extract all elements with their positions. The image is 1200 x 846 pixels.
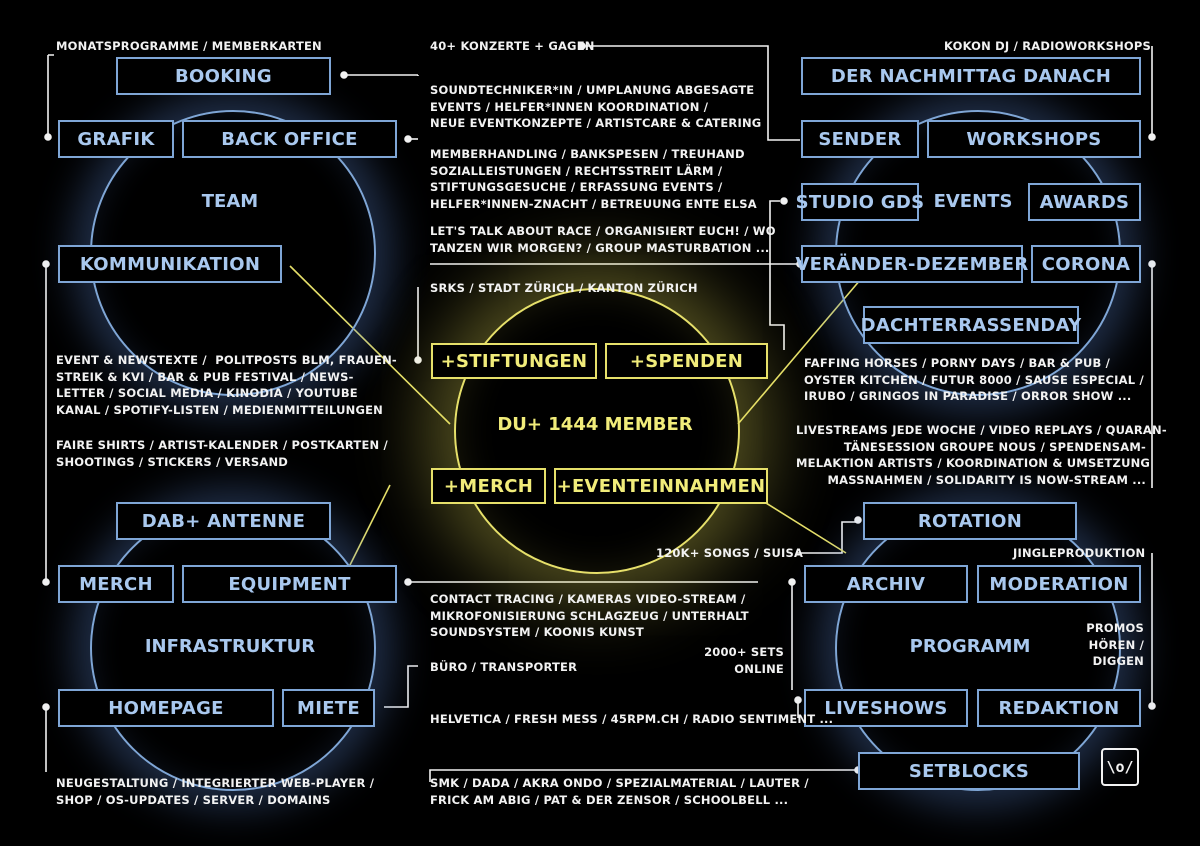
- dab-antenne-box: DAB+ ANTENNE: [116, 502, 331, 540]
- studio-gds-box: STUDIO GDS: [796, 183, 924, 221]
- back-office-box: BACK OFFICE: [182, 120, 397, 158]
- awards-box: AWARDS: [1028, 183, 1141, 221]
- note-songs: 120K+ SONGS / SUISA: [656, 546, 804, 560]
- redaktion-box: REDAKTION: [977, 689, 1141, 727]
- corona-box: CORONA: [1031, 245, 1141, 283]
- merch-box: MERCH: [58, 565, 174, 603]
- note-soundtechniker: SOUNDTECHNIKER*IN / UMPLANUNG ABGESAGTE …: [430, 83, 762, 131]
- homepage-box: HOMEPAGE: [58, 689, 274, 727]
- center-title: DU+ 1444 MEMBER: [497, 414, 693, 435]
- moderation-box: MODERATION: [977, 565, 1141, 603]
- note-srks: SRKS / STADT ZÜRICH / KANTON ZÜRICH: [430, 281, 698, 295]
- note-memberhandling: MEMBERHANDLING / BANKSPESEN / TREUHAND S…: [430, 147, 757, 212]
- note-neugestaltung: NEUGESTALTUNG / INTEGRIERTER WEB-PLAYER …: [56, 776, 375, 807]
- logo-icon: \o/: [1101, 748, 1139, 786]
- workshops-box: WORKSHOPS: [927, 120, 1141, 158]
- note-contact: CONTACT TRACING / KAMERAS VIDEO-STREAM /…: [430, 592, 749, 640]
- der-nachmittag-box: DER NACHMITTAG DANACH: [801, 57, 1141, 95]
- veraender-dezember-box: VERÄNDER-DEZEMBER: [795, 245, 1028, 283]
- eventeinnahmen-box: +EVENTEINNAHMEN: [554, 468, 768, 504]
- center-circle: [454, 288, 740, 574]
- note-eventtexte: EVENT & NEWSTEXTE / POLITPOSTS BLM, FRAU…: [56, 353, 397, 418]
- note-helvetica: HELVETICA / FRESH MESS / 45RPM.CH / RADI…: [430, 712, 834, 726]
- equipment-box: EQUIPMENT: [182, 565, 397, 603]
- note-faffing: FAFFING HORSES / PORNY DAYS / BAR & PUB …: [804, 356, 1144, 404]
- note-konzerte: 40+ KONZERTE + GAGEN: [430, 39, 595, 53]
- merch-funding-box: +MERCH: [431, 468, 546, 504]
- note-kokon: KOKON DJ / RADIOWORKSHOPS: [944, 39, 1151, 53]
- note-promos: PROMOS HÖREN / DIGGEN: [1086, 621, 1144, 669]
- events-title: EVENTS: [933, 191, 1013, 212]
- rotation-box: ROTATION: [863, 502, 1077, 540]
- liveshows-box: LIVESHOWS: [804, 689, 968, 727]
- sender-box: SENDER: [801, 120, 919, 158]
- note-livestreams: LIVESTREAMS JEDE WOCHE / VIDEO REPLAYS /…: [796, 423, 1167, 488]
- booking-box: BOOKING: [116, 57, 331, 95]
- connector-infrastruktur: [344, 484, 391, 576]
- programm-title: PROGRAMM: [909, 636, 1031, 657]
- miete-box: MIETE: [282, 689, 375, 727]
- bracket-team-top: [47, 54, 54, 137]
- grafik-box: GRAFIK: [58, 120, 174, 158]
- setblocks-box: SETBLOCKS: [858, 752, 1080, 790]
- note-monatsprogramme: MONATSPROGRAMME / MEMBERKARTEN: [56, 39, 322, 53]
- kommunikation-box: KOMMUNIKATION: [58, 245, 282, 283]
- note-smk: SMK / DADA / AKRA ONDO / SPEZIALMATERIAL…: [430, 776, 809, 807]
- note-faire-shirts: FAIRE SHIRTS / ARTIST-KALENDER / POSTKAR…: [56, 438, 388, 469]
- infrastruktur-title: INFRASTRUKTUR: [144, 636, 316, 657]
- note-buero: BÜRO / TRANSPORTER: [430, 660, 578, 674]
- dachterrassenday-box: DACHTERRASSENDAY: [861, 306, 1081, 344]
- team-title: TEAM: [201, 191, 259, 212]
- note-sets: 2000+ SETS ONLINE: [704, 645, 784, 676]
- note-race: LET'S TALK ABOUT RACE / ORGANISIERT EUCH…: [430, 224, 776, 255]
- note-jingle: JINGLEPRODUKTION: [1013, 546, 1146, 560]
- archiv-box: ARCHIV: [804, 565, 968, 603]
- stiftungen-box: +STIFTUNGEN: [431, 343, 597, 379]
- spenden-box: +SPENDEN: [605, 343, 768, 379]
